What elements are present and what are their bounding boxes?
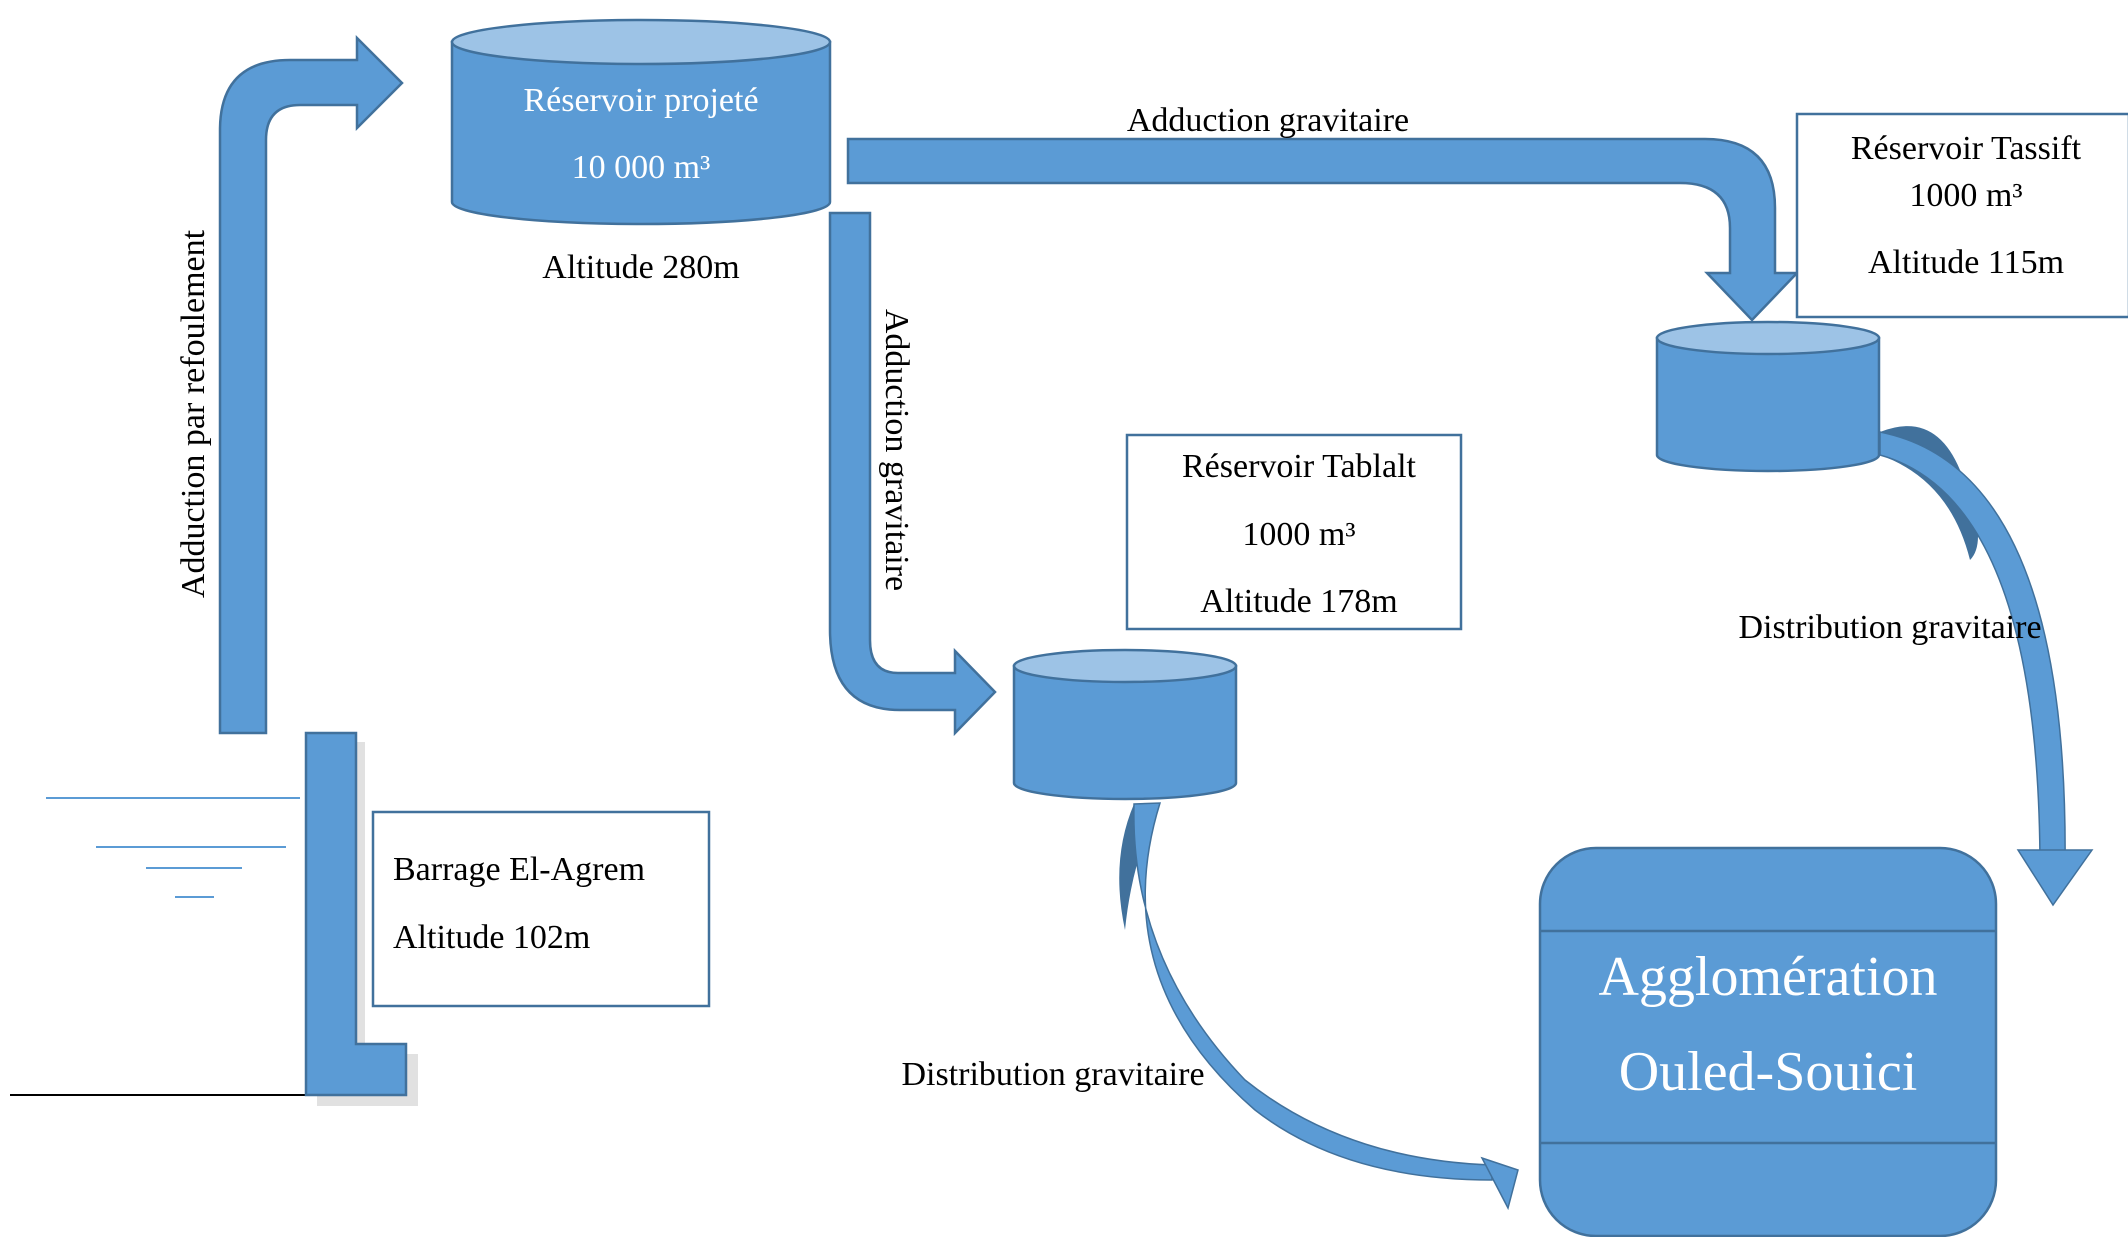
projected-reservoir [450, 18, 832, 226]
label-gravity-to-tassift: Adduction gravitaire [1127, 102, 1409, 139]
dam-altitude: Altitude 102m [393, 919, 590, 956]
label-distribution-tablalt: Distribution gravitaire [901, 1056, 1204, 1093]
projected-reservoir-volume: 10 000 m³ [572, 149, 711, 186]
tassift-info-box: Réservoir Tassift 1000 m³ Altitude 115m [1795, 112, 2128, 319]
label-distribution-tassift: Distribution gravitaire [1738, 609, 2041, 646]
pumping-pipe-arrow [218, 34, 404, 735]
agglomeration-line1: Agglomération [1598, 946, 1937, 1008]
tassift-name: Réservoir Tassift [1851, 130, 2082, 167]
dam-name: Barrage El-Agrem [393, 851, 645, 888]
distribution-arrow-tassift [1879, 426, 2094, 907]
dam-info-box: Barrage El-Agrem Altitude 102m [371, 810, 711, 1008]
tassift-volume: 1000 m³ [1909, 177, 2022, 214]
dam-wall [304, 731, 418, 1106]
tablalt-volume: 1000 m³ [1242, 516, 1355, 553]
tablalt-altitude: Altitude 178m [1200, 583, 1397, 620]
agglomeration-block: Agglomération Ouled-Souici [1538, 846, 1998, 1237]
tassift-altitude: Altitude 115m [1868, 244, 2064, 281]
projected-reservoir-name: Réservoir projeté [523, 82, 758, 119]
gravity-pipe-to-tassift [846, 137, 1800, 322]
tassift-reservoir [1655, 320, 1881, 473]
tablalt-name: Réservoir Tablalt [1182, 448, 1417, 485]
projected-reservoir-altitude: Altitude 280m [542, 249, 739, 286]
label-gravity-to-tablalt: Adduction gravitaire [878, 309, 915, 591]
agglomeration-line2: Ouled-Souici [1619, 1041, 1918, 1103]
gravity-pipe-to-tablalt [828, 211, 997, 737]
tablalt-info-box: Réservoir Tablalt 1000 m³ Altitude 178m [1125, 433, 1463, 631]
water-surface-lines [46, 797, 300, 898]
distribution-arrow-tablalt [1119, 802, 1519, 1211]
label-pumping: Adduction par refoulement [175, 229, 212, 598]
tablalt-reservoir [1012, 648, 1238, 801]
